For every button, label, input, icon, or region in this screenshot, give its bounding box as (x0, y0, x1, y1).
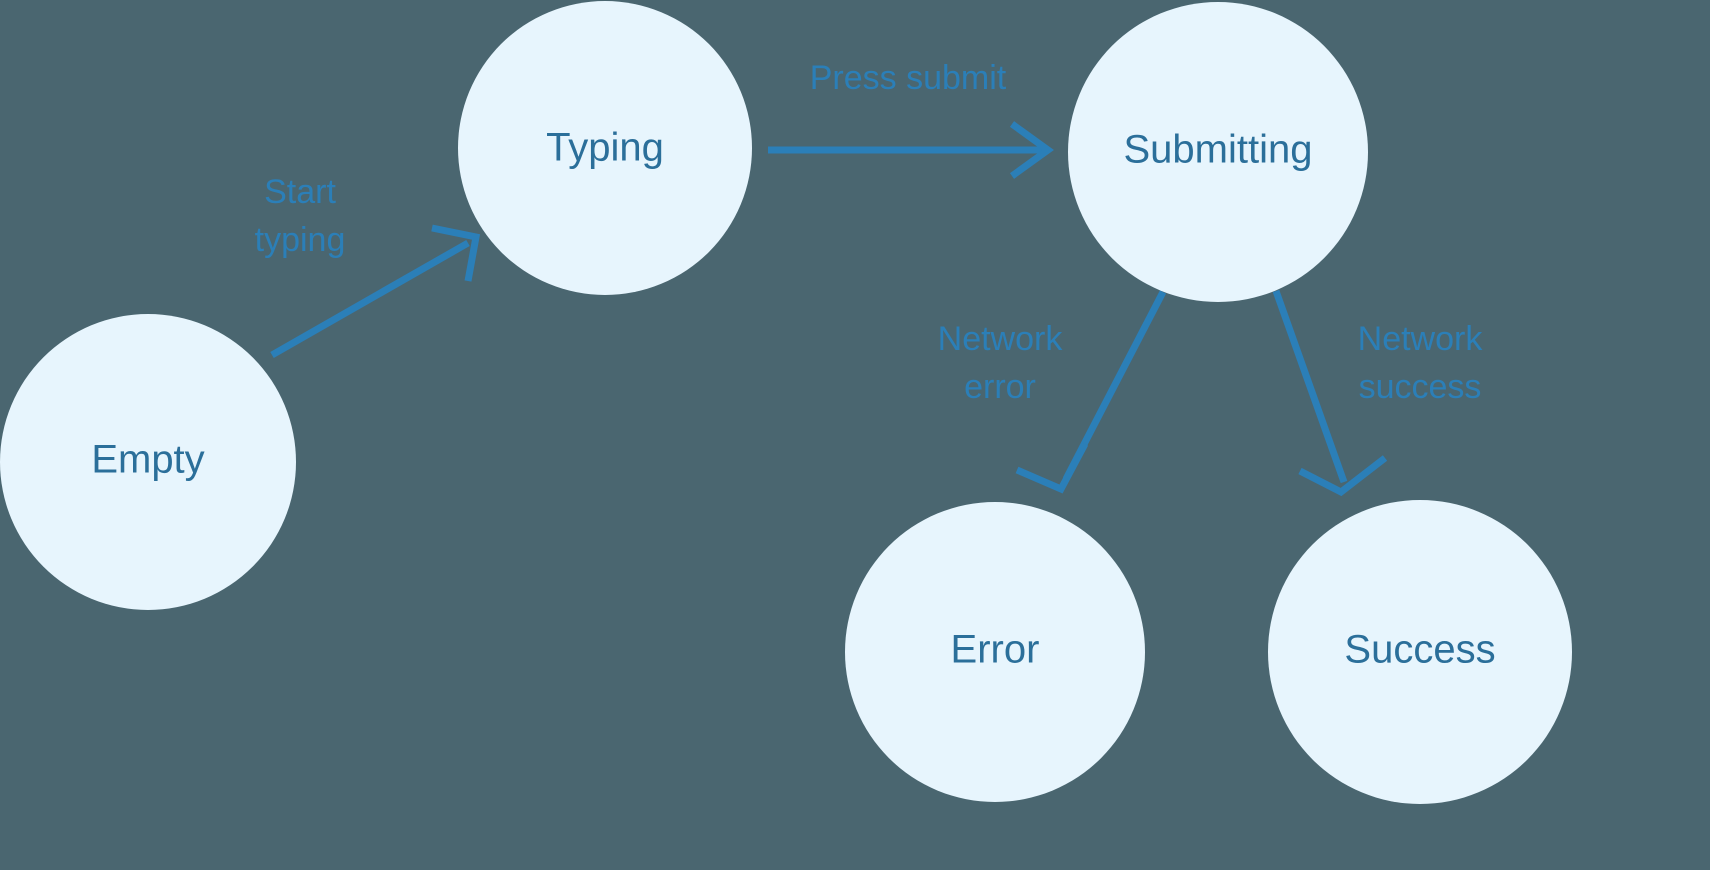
edge-label-line-1: Network (1358, 320, 1484, 358)
edge-line-submitting-to-success (1272, 289, 1348, 484)
arrowhead-typing-to-submitting (1009, 121, 1054, 179)
edge-label-line-1: Start (264, 173, 336, 211)
node-label-error: Error (951, 628, 1040, 672)
edge-label-submitting-to-success: Network success (1358, 320, 1484, 406)
node-circle-error (845, 502, 1145, 802)
node-circle-success (1268, 500, 1572, 804)
node-error[interactable]: Error (845, 502, 1145, 802)
edge-line-empty-to-typing (270, 239, 470, 359)
node-success[interactable]: Success (1268, 500, 1572, 804)
edge-label-line-1: Network (938, 320, 1064, 358)
node-typing[interactable]: Typing (458, 1, 752, 295)
edge-empty-to-typing[interactable] (270, 224, 481, 359)
edge-label-typing-to-submitting: Press submit (810, 59, 1007, 97)
node-label-empty: Empty (91, 438, 204, 482)
node-circle-submitting (1068, 2, 1368, 302)
arrowhead-submitting-to-success (1298, 455, 1388, 497)
arrowhead-submitting-to-error (1015, 442, 1089, 494)
edge-submitting-to-error[interactable] (1015, 290, 1167, 494)
node-label-submitting: Submitting (1124, 128, 1313, 172)
arrowhead-empty-to-typing (431, 224, 481, 282)
edge-label-line-2: success (1359, 368, 1482, 406)
node-circle-typing (458, 1, 752, 295)
edge-submitting-to-success[interactable] (1272, 289, 1388, 497)
edge-typing-to-submitting[interactable] (768, 121, 1054, 179)
node-empty[interactable]: Empty (0, 314, 296, 610)
node-circle-empty (0, 314, 296, 610)
edge-label-submitting-to-error: Network error (938, 320, 1064, 406)
edge-label-line-2: error (964, 368, 1036, 406)
edge-label-empty-to-typing: Start typing (255, 173, 346, 259)
edge-label-line-2: typing (255, 221, 346, 259)
node-label-typing: Typing (546, 126, 664, 170)
node-label-success: Success (1344, 628, 1495, 672)
edge-label-line-1: Press submit (810, 59, 1007, 97)
node-submitting[interactable]: Submitting (1068, 2, 1368, 302)
